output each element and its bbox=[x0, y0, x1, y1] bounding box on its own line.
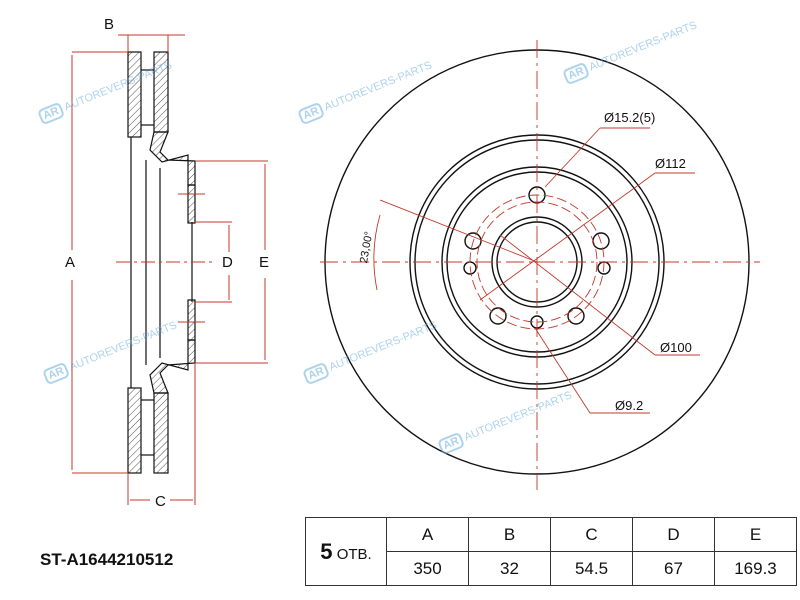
header-d: D bbox=[632, 517, 715, 552]
small-hole-label: Ø9.2 bbox=[615, 398, 644, 413]
header-b: B bbox=[468, 517, 551, 552]
dim-label-b: B bbox=[104, 16, 115, 33]
value-b: 32 bbox=[468, 551, 551, 586]
dim-label-e: E bbox=[259, 254, 270, 271]
header-a: A bbox=[386, 517, 469, 552]
value-d: 67 bbox=[632, 551, 715, 586]
header-e: E bbox=[714, 517, 797, 552]
side-dimensions bbox=[71, 34, 268, 505]
bolt-hole-label: Ø15.2(5) bbox=[604, 110, 656, 125]
pcd-label: Ø112 bbox=[655, 156, 686, 171]
table-header-row: 5 ОТВ. A B C D E bbox=[305, 517, 797, 586]
value-c: 54.5 bbox=[550, 551, 633, 586]
header-c: C bbox=[550, 517, 633, 552]
dim-label-c: C bbox=[155, 493, 166, 510]
front-dimensions bbox=[320, 40, 760, 490]
dim-label-a: A bbox=[65, 254, 76, 271]
holes-count-cell: 5 ОТВ. bbox=[305, 517, 387, 586]
center-bore-label: Ø100 bbox=[660, 340, 692, 355]
value-e: 169.3 bbox=[714, 551, 797, 586]
side-section-view bbox=[127, 51, 196, 474]
dimensions-table: 5 ОТВ. A B C D E 350 32 54.5 67 169.3 bbox=[305, 517, 797, 586]
dim-label-d: D bbox=[222, 254, 233, 271]
table-values-row: 350 32 54.5 67 169.3 bbox=[306, 551, 797, 586]
value-a: 350 bbox=[386, 551, 469, 586]
part-number: ST-A1644210512 bbox=[40, 550, 174, 569]
